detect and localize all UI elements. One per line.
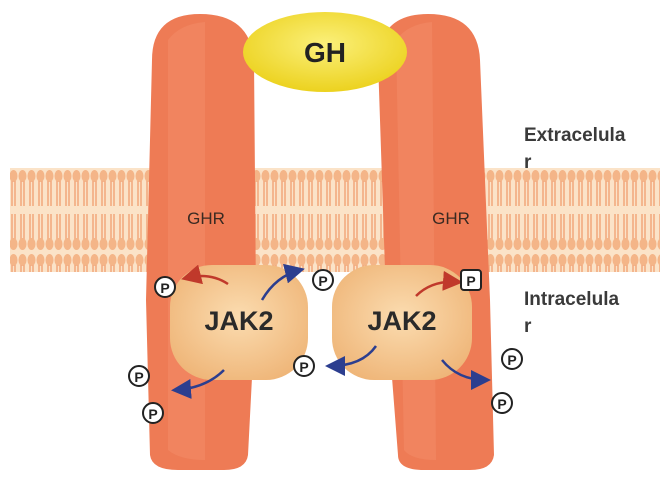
phosphate-2: P (313, 270, 333, 290)
phosphate-7: P (502, 349, 522, 369)
receptor-left (146, 14, 256, 470)
phosphate-5: P (143, 403, 163, 423)
jak2-label-left: JAK2 (204, 306, 273, 336)
receptor-label-left: GHR (187, 209, 225, 228)
svg-text:P: P (466, 273, 475, 289)
cell-membrane (10, 168, 660, 272)
svg-text:P: P (318, 273, 327, 289)
svg-text:P: P (507, 352, 516, 368)
phosphate-3: P (461, 270, 481, 290)
gh-label: GH (304, 37, 346, 68)
svg-text:P: P (299, 359, 308, 375)
receptor-right (378, 14, 494, 470)
svg-text:P: P (160, 280, 169, 296)
phosphate-1: P (155, 277, 175, 297)
svg-text:P: P (134, 369, 143, 385)
svg-text:P: P (148, 406, 157, 422)
phosphate-6: P (294, 356, 314, 376)
phosphate-4: P (129, 366, 149, 386)
jak2-label-right: JAK2 (367, 306, 436, 336)
svg-text:P: P (497, 396, 506, 412)
extracellular-label: Extracelula r (524, 122, 664, 176)
receptor-label-right: GHR (432, 209, 470, 228)
intracellular-label: Intracelula r (524, 286, 664, 340)
phosphate-8: P (492, 393, 512, 413)
